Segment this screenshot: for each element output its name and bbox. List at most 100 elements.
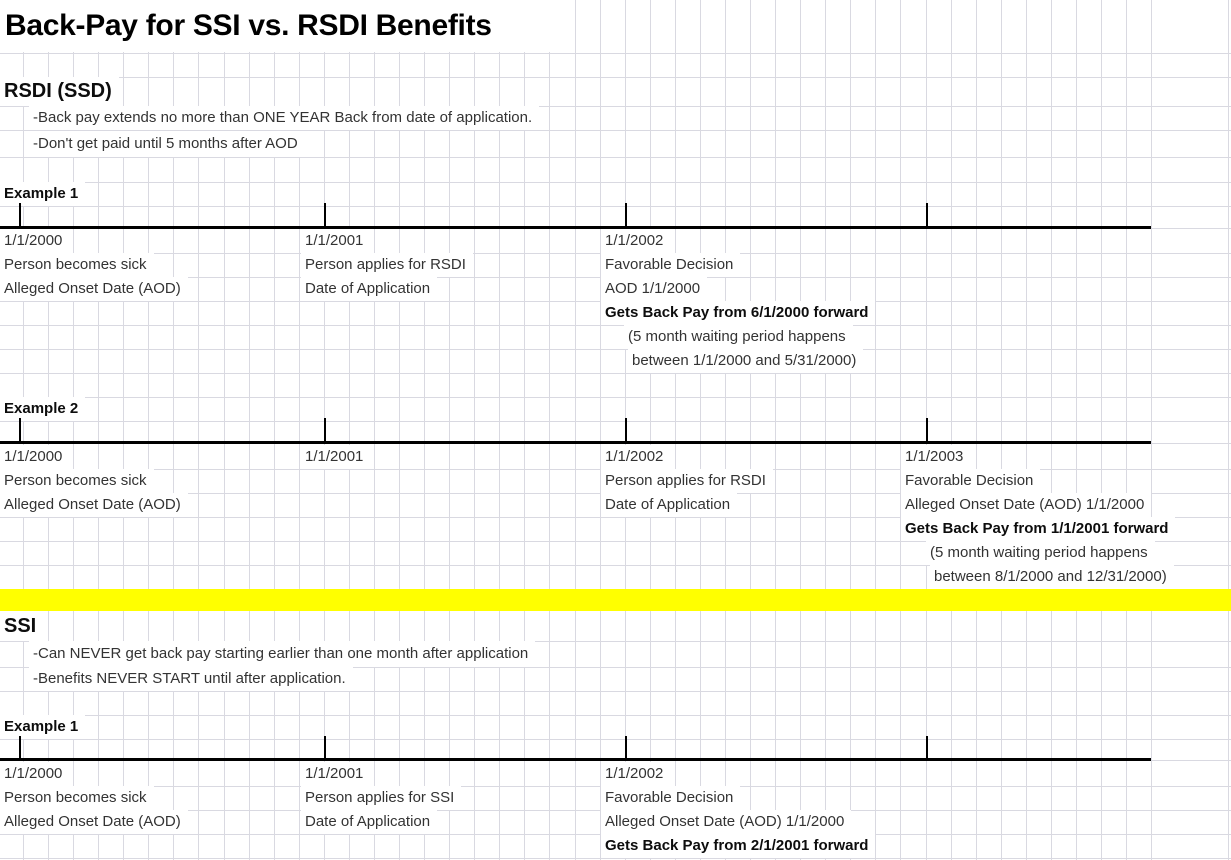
grid-hline [0,77,1231,78]
grid-vline [675,0,676,860]
grid-vline [575,0,576,860]
grid-hline [0,739,1231,740]
event-text[interactable]: Person becomes sick [0,786,154,810]
grid-hline [0,325,1231,326]
grid-hline [0,858,1231,859]
timeline-tick [324,418,326,444]
event-text[interactable]: Favorable Decision [901,469,1041,493]
note-line[interactable]: -Back pay extends no more than ONE YEAR … [29,106,540,130]
timeline-date[interactable]: 1/1/2001 [301,229,371,253]
section-heading-ssi[interactable]: SSI [0,611,44,641]
timeline-date[interactable]: 1/1/2002 [601,762,671,786]
grid-vline [600,0,601,860]
grid-hline [0,157,1231,158]
grid-hline [0,667,1231,668]
event-text[interactable]: AOD 1/1/2000 [601,277,708,301]
backpay-result[interactable]: Gets Back Pay from 2/1/2001 forward [601,834,876,858]
grid-vline [825,0,826,860]
grid-vline [1001,0,1002,860]
grid-hline [0,715,1231,716]
event-text[interactable]: Person applies for SSI [301,786,462,810]
timeline-tick [19,203,21,229]
grid-vline [1151,0,1152,860]
timeline-axis [0,758,1151,761]
grid-vline [1126,0,1127,860]
grid-vline [700,0,701,860]
page-title[interactable]: Back-Pay for SSI vs. RSDI Benefits [0,0,573,52]
grid-vline [1228,0,1229,860]
grid-vline [775,0,776,860]
timeline-date[interactable]: 1/1/2000 [0,762,70,786]
event-text[interactable]: Date of Application [301,277,438,301]
grid-vline [499,0,500,860]
timeline-date[interactable]: 1/1/2003 [901,445,971,469]
example-label[interactable]: Example 1 [0,715,86,739]
grid-vline [725,0,726,860]
grid-vline [1076,0,1077,860]
grid-vline [399,0,400,860]
grid-vline [23,0,24,860]
backpay-result[interactable]: Gets Back Pay from 6/1/2000 forward [601,301,876,325]
grid-hline [0,691,1231,692]
grid-hline [0,541,1231,542]
event-text[interactable]: Favorable Decision [601,786,741,810]
grid-vline [173,0,174,860]
timeline-date[interactable]: 1/1/2000 [0,229,70,253]
timeline-axis [0,226,1151,229]
example-label[interactable]: Example 2 [0,397,86,421]
grid-vline [274,0,275,860]
event-text[interactable]: Person becomes sick [0,253,154,277]
timeline-tick [926,736,928,761]
event-text[interactable]: Alleged Onset Date (AOD) [0,493,188,517]
timeline-tick [324,736,326,761]
timeline-tick [625,418,627,444]
grid-vline [875,0,876,860]
grid-hline [0,106,1231,107]
backpay-note[interactable]: (5 month waiting period happens [926,541,1155,565]
grid-vline [98,0,99,860]
grid-vline [850,0,851,860]
timeline-tick [926,418,928,444]
event-text[interactable]: Alleged Onset Date (AOD) 1/1/2000 [901,493,1152,517]
event-text[interactable]: Alleged Onset Date (AOD) [0,810,188,834]
grid-vline [524,0,525,860]
note-line[interactable]: -Benefits NEVER START until after applic… [29,667,353,691]
timeline-date[interactable]: 1/1/2002 [601,445,671,469]
grid-vline [976,0,977,860]
grid-vline [449,0,450,860]
grid-hline [0,517,1231,518]
grid-vline [549,0,550,860]
grid-vline [123,0,124,860]
event-text[interactable]: Alleged Onset Date (AOD) 1/1/2000 [601,810,852,834]
event-text[interactable]: Alleged Onset Date (AOD) [0,277,188,301]
backpay-note[interactable]: (5 month waiting period happens [624,325,853,349]
grid-hline [0,349,1231,350]
event-text[interactable]: Person applies for RSDI [301,253,473,277]
event-text[interactable]: Person becomes sick [0,469,154,493]
grid-hline [0,53,1231,54]
event-text[interactable]: Date of Application [601,493,738,517]
note-line[interactable]: -Don't get paid until 5 months after AOD [29,131,305,157]
event-text[interactable]: Date of Application [301,810,438,834]
timeline-tick [625,203,627,229]
event-text[interactable]: Favorable Decision [601,253,741,277]
section-heading-rsdi[interactable]: RSDI (SSD) [0,77,119,106]
highlight-row[interactable] [0,589,1231,611]
timeline-tick [625,736,627,761]
backpay-result[interactable]: Gets Back Pay from 1/1/2001 forward [901,517,1176,541]
grid-hline [0,373,1231,374]
timeline-tick [926,203,928,229]
grid-vline [750,0,751,860]
grid-vline [73,0,74,860]
event-text[interactable]: Person applies for RSDI [601,469,773,493]
backpay-note[interactable]: between 8/1/2000 and 12/31/2000) [930,565,1174,589]
timeline-date[interactable]: 1/1/2002 [601,229,671,253]
example-label[interactable]: Example 1 [0,182,86,206]
backpay-note[interactable]: between 1/1/2000 and 5/31/2000) [628,349,864,373]
timeline-date[interactable]: 1/1/2000 [0,445,70,469]
grid-hline [0,206,1231,207]
timeline-date[interactable]: 1/1/2001 [301,445,371,469]
grid-hline [0,182,1231,183]
timeline-date[interactable]: 1/1/2001 [301,762,371,786]
note-line[interactable]: -Can NEVER get back pay starting earlier… [29,641,536,667]
